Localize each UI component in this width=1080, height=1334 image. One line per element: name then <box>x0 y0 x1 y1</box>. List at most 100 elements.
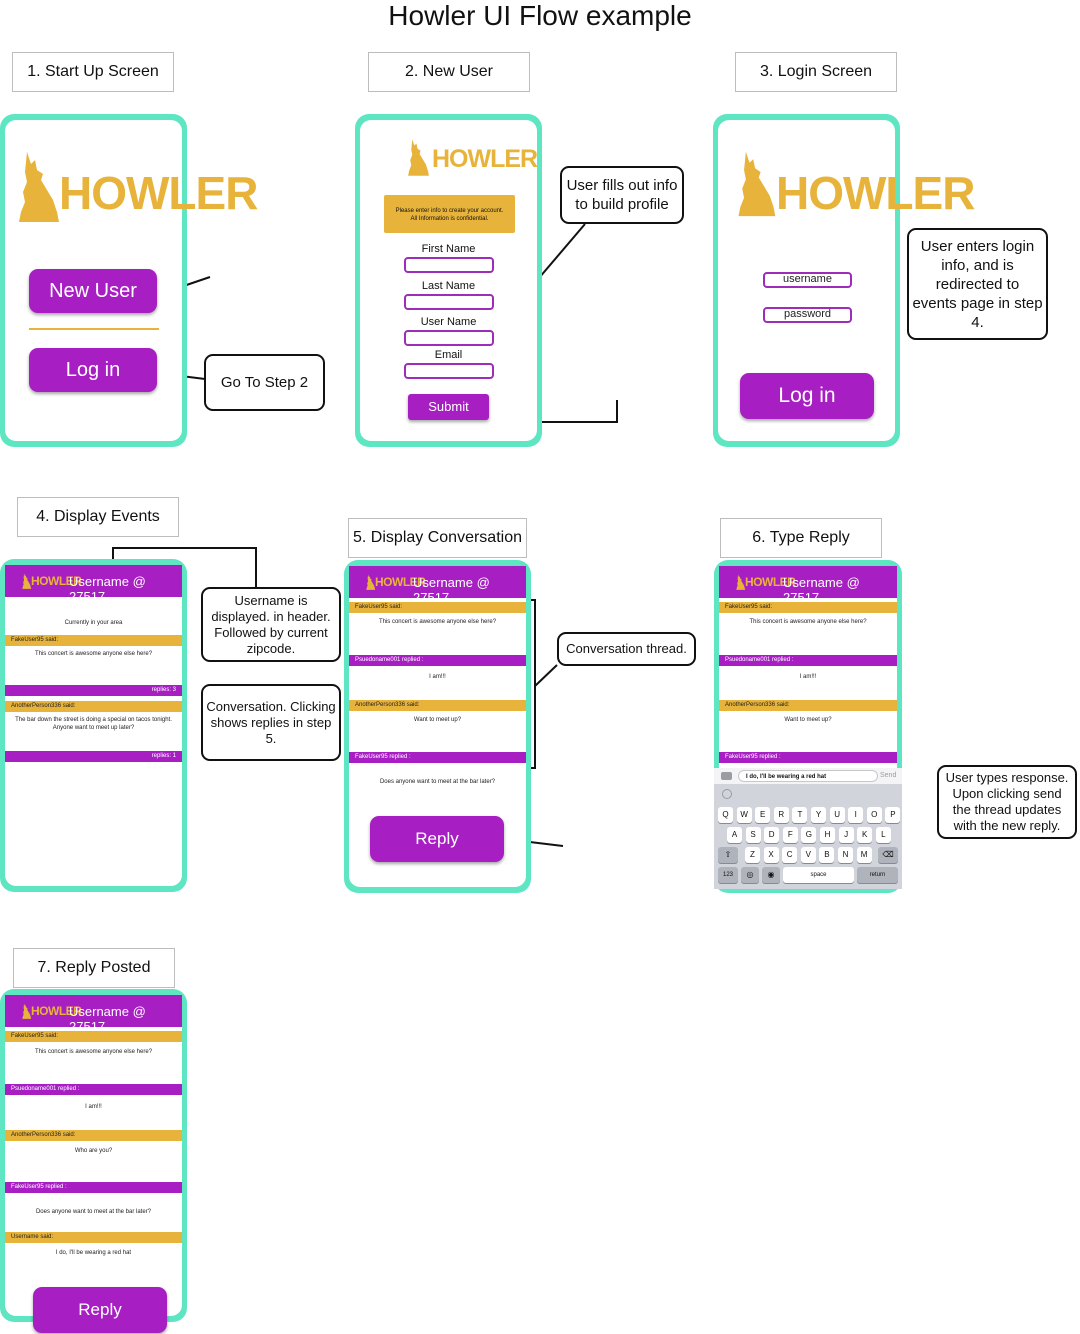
user-name-input[interactable] <box>404 330 494 346</box>
app-header: HOWLER Username @ 27517 <box>349 566 526 605</box>
login-button[interactable]: Log in <box>740 373 874 419</box>
logo-text: HOWLER <box>776 167 975 219</box>
reply-button[interactable]: Reply <box>370 816 504 862</box>
key-f[interactable]: F <box>782 827 798 843</box>
header-username: Username @ 27517 <box>69 574 146 604</box>
reply-button[interactable]: Reply <box>33 1287 167 1333</box>
wolf-icon <box>22 573 32 589</box>
last-name-input[interactable] <box>404 294 494 310</box>
username-input[interactable]: username <box>763 272 852 288</box>
reply-message: Does anyone want to meet at the bar late… <box>379 779 496 785</box>
submit-button[interactable]: Submit <box>408 394 489 420</box>
replies-bar[interactable]: replies: 3 <box>5 685 182 696</box>
post-message: Want to meet up? <box>413 717 462 723</box>
replies-count: replies: 3 <box>151 687 176 693</box>
password-input[interactable]: password <box>763 307 852 323</box>
reply-posted-screen: HOWLER Username @ 27517 FakeUser95 said:… <box>5 995 182 1333</box>
key-k[interactable]: K <box>857 827 873 843</box>
key-e[interactable]: E <box>755 807 771 823</box>
key-m[interactable]: M <box>856 847 872 863</box>
phone-newuser: HOWLER Please enter info to create your … <box>355 114 542 447</box>
callout-fill-info: User fills out info to build profile <box>560 166 684 224</box>
key-j[interactable]: J <box>838 827 854 843</box>
first-name-label: First Name <box>421 243 476 255</box>
key-z[interactable]: Z <box>745 847 760 863</box>
callout-username-header: Username is displayed. in header. Follow… <box>201 587 341 662</box>
new-user-button[interactable]: New User <box>29 269 157 313</box>
key-q[interactable]: Q <box>718 807 733 823</box>
key-u[interactable]: U <box>829 807 845 823</box>
post-message[interactable]: Anyone want to meet up later? <box>52 725 135 731</box>
area-text: Currently in your area <box>64 620 123 626</box>
post-message[interactable]: The bar down the street is doing a speci… <box>15 717 172 723</box>
key-v[interactable]: V <box>800 847 816 863</box>
key-w[interactable]: W <box>736 807 752 823</box>
key-space[interactable]: space <box>783 867 854 883</box>
key-l[interactable]: L <box>875 827 891 843</box>
key-a[interactable]: A <box>727 827 742 843</box>
callout-login-info: User enters login info, and is redirecte… <box>907 228 1048 340</box>
key-o[interactable]: O <box>866 807 882 823</box>
reply-author: FakeUser95 replied : <box>719 752 897 763</box>
wolf-icon <box>736 574 746 590</box>
wolf-icon <box>366 574 376 590</box>
key-h[interactable]: H <box>820 827 835 843</box>
mic-icon[interactable]: ◉ <box>762 867 780 883</box>
step-3-label: 3. Login Screen <box>735 52 897 92</box>
first-name-input[interactable] <box>404 257 494 273</box>
key-n[interactable]: N <box>838 847 853 863</box>
backspace-icon[interactable]: ⌫ <box>878 847 898 863</box>
notice-line-2: All Information is confidential. <box>410 216 489 222</box>
wolf-icon <box>408 139 429 176</box>
camera-icon[interactable] <box>721 772 732 780</box>
post-author: AnotherPerson336 said: <box>349 700 526 711</box>
emoji-icon[interactable] <box>722 789 732 799</box>
key-s[interactable]: S <box>745 827 761 843</box>
send-button[interactable]: Send <box>880 772 897 779</box>
post-author: FakeUser95 said: <box>5 1031 182 1042</box>
post-message[interactable]: This concert is awesome anyone else here… <box>34 651 153 657</box>
key-123[interactable]: 123 <box>718 867 738 883</box>
key-i[interactable]: I <box>848 807 864 823</box>
reply-message: Does anyone want to meet at the bar late… <box>35 1209 152 1215</box>
header-logo-text: HOWLER <box>745 575 796 589</box>
login-button[interactable]: Log in <box>29 348 157 392</box>
key-g[interactable]: G <box>801 827 817 843</box>
phone-events: HOWLER Username @ 27517 Currently in you… <box>0 559 187 892</box>
key-t[interactable]: T <box>792 807 808 823</box>
email-input[interactable] <box>404 363 494 379</box>
replies-bar[interactable]: replies: 1 <box>5 751 182 762</box>
phone-conversation: HOWLER Username @ 27517 FakeUser95 said:… <box>344 560 531 893</box>
key-r[interactable]: R <box>773 807 789 823</box>
user-name-label: User Name <box>420 316 477 328</box>
key-c[interactable]: C <box>782 847 798 863</box>
app-header: HOWLER Username @ 27517 <box>5 995 182 1034</box>
page-title: Howler UI Flow example <box>388 0 692 31</box>
post-author[interactable]: AnotherPerson336 said: <box>5 701 182 712</box>
post-author[interactable]: FakeUser95 said: <box>5 635 182 646</box>
key-p[interactable]: P <box>885 807 901 823</box>
logo-text: HOWLER <box>432 145 538 173</box>
phone-reply-posted: HOWLER Username @ 27517 FakeUser95 said:… <box>0 989 187 1333</box>
key-y[interactable]: Y <box>811 807 826 823</box>
reply-input[interactable]: I do, I'll be wearing a red hat <box>738 770 878 782</box>
post-author: AnotherPerson336 said: <box>5 1130 182 1141</box>
shift-icon[interactable]: ⇧ <box>718 847 738 863</box>
key-d[interactable]: D <box>764 827 780 843</box>
key-b[interactable]: B <box>819 847 835 863</box>
key-return[interactable]: return <box>857 867 898 883</box>
key-x[interactable]: X <box>763 847 779 863</box>
reply-message: I am!!! <box>429 674 446 680</box>
notice-line-1: Please enter info to create your account… <box>395 208 504 214</box>
reply-author: FakeUser95 replied : <box>349 752 526 763</box>
callout-go-step2: Go To Step 2 <box>204 354 325 411</box>
globe-icon[interactable]: ◎ <box>741 867 759 883</box>
app-header: HOWLER Username @ 27517 <box>719 566 897 605</box>
step-4-label: 4. Display Events <box>17 497 179 537</box>
wolf-icon <box>22 1003 32 1019</box>
post-message: Want to meet up? <box>784 717 832 723</box>
step-2-label: 2. New User <box>368 52 530 92</box>
header-username: Username @ 27517 <box>413 575 490 605</box>
account-notice: Please enter info to create your account… <box>384 195 515 233</box>
